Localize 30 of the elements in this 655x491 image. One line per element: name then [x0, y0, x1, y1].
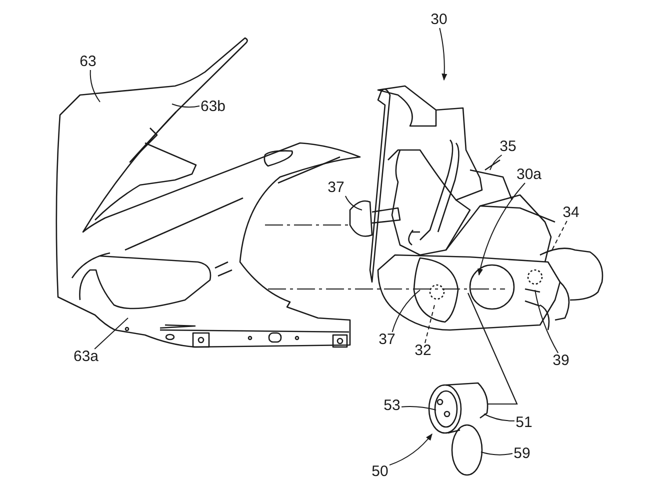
callout-number: 63a [72, 349, 100, 365]
callout-number: 34 [562, 205, 580, 221]
leader-line [480, 452, 513, 456]
leader-line [94, 318, 128, 350]
callout-number: 63 [78, 54, 98, 70]
callout-number: 39 [552, 353, 570, 369]
callout-number: 32 [414, 343, 432, 359]
leader-line [534, 290, 559, 354]
leader-line [392, 290, 420, 332]
leader-arrow [439, 28, 448, 81]
callout-number: 37 [326, 180, 346, 196]
leader-arrow [389, 433, 432, 466]
leader-line [550, 220, 568, 252]
leader-line [344, 196, 362, 210]
callout-number: 51 [514, 415, 534, 431]
leader-line [484, 414, 515, 422]
callout-number: 30 [430, 12, 448, 28]
callout-number: 59 [512, 446, 532, 462]
leader-line [424, 302, 436, 344]
leader-line [90, 70, 100, 102]
callout-number: 37 [378, 332, 396, 348]
callout-number: 53 [382, 398, 402, 414]
callout-number: 35 [498, 139, 518, 155]
callout-number: 30a [515, 167, 543, 183]
callout-number: 50 [370, 464, 390, 480]
leader-line [490, 154, 502, 170]
leader-line [172, 104, 200, 108]
leader-arrow [478, 182, 526, 276]
callout-number: 63b [199, 99, 227, 115]
leader-line [401, 406, 436, 410]
